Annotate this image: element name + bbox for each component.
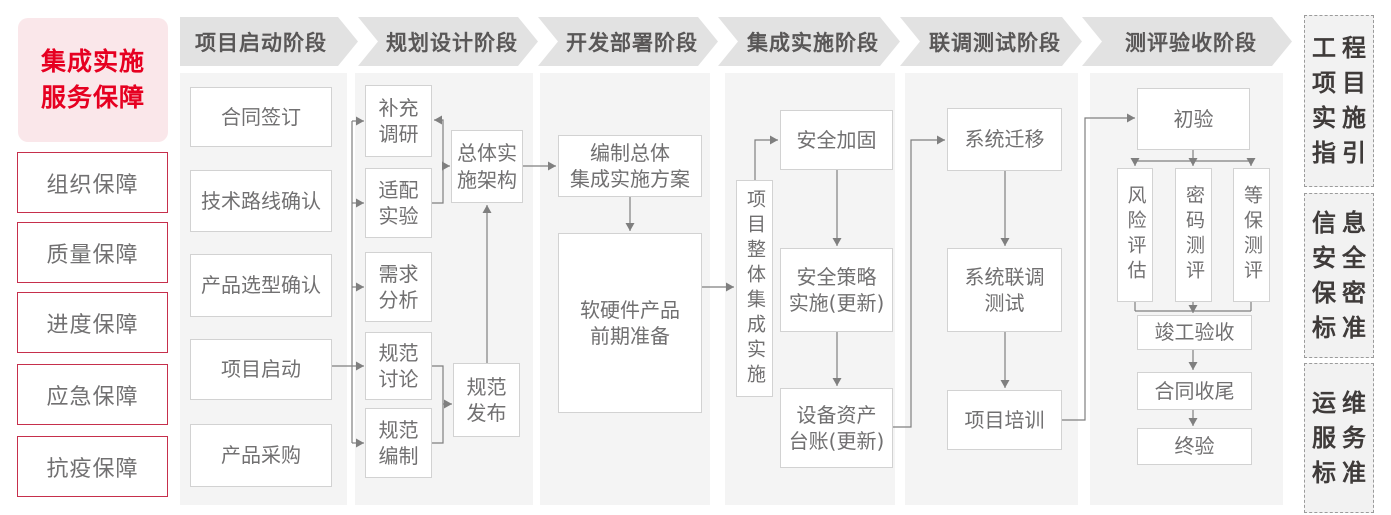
node-project-kickoff: 项目启动 — [190, 339, 332, 400]
guarantee-item-quality-guarantee: 质量保障 — [17, 222, 168, 283]
node-project-training: 项目培训 — [947, 390, 1062, 450]
node-overall-project-integration: 项目整体集成实施 — [736, 180, 773, 397]
guarantee-item-organization-guarantee: 组织保障 — [17, 152, 168, 213]
node-mlps-evaluation: 等保测评 — [1233, 168, 1270, 302]
node-completion-acceptance: 竣工验收 — [1137, 315, 1252, 350]
node-spec-release: 规范 发布 — [453, 363, 520, 437]
standard-item-project-implementation-guide: 工程 项目 实施 指引 — [1304, 15, 1374, 187]
node-asset-ledger-update: 设备资产 台账(更新) — [780, 388, 893, 468]
node-adaptation-test: 适配 实验 — [365, 168, 432, 238]
node-product-selection-confirm: 产品选型确认 — [190, 254, 332, 317]
node-contract-signing: 合同签订 — [190, 87, 332, 147]
standard-item-om-service-standard: 运维 服务 标准 — [1304, 363, 1374, 513]
node-overall-integration-plan: 编制总体 集成实施方案 — [558, 135, 702, 197]
node-initial-acceptance: 初验 — [1137, 88, 1250, 150]
node-requirement-analysis: 需求 分析 — [365, 252, 432, 322]
node-security-hardening: 安全加固 — [780, 110, 893, 170]
node-crypto-evaluation: 密码测评 — [1175, 168, 1212, 302]
guarantee-item-anti-epidemic-guarantee: 抗疫保障 — [17, 436, 168, 497]
node-system-migration: 系统迁移 — [947, 108, 1062, 171]
node-product-procurement: 产品采购 — [190, 424, 332, 487]
phase-header-integration-impl-phase: 集成实施阶段 — [718, 17, 900, 66]
node-final-acceptance: 终验 — [1137, 428, 1252, 465]
standard-item-info-security-confidentiality-standard: 信息 安全 保密 标准 — [1304, 193, 1374, 358]
guarantee-item-emergency-guarantee: 应急保障 — [17, 364, 168, 425]
node-security-policy-impl: 安全策略 实施(更新) — [780, 248, 893, 332]
phase-header-evaluation-acceptance-phase: 测评验收阶段 — [1082, 17, 1292, 66]
node-supplementary-research: 补充 调研 — [365, 85, 432, 157]
node-spec-drafting: 规范 编制 — [365, 408, 432, 478]
phase-header-joint-testing-phase: 联调测试阶段 — [900, 17, 1082, 66]
title-integration-service-guarantee: 集成实施 服务保障 — [18, 18, 168, 142]
node-spec-discussion: 规范 讨论 — [365, 332, 432, 400]
node-contract-closure: 合同收尾 — [1137, 372, 1252, 410]
node-overall-impl-architecture: 总体实 施架构 — [451, 130, 523, 203]
node-hw-sw-preparation: 软硬件产品 前期准备 — [558, 233, 702, 413]
phase-header-dev-deployment-phase: 开发部署阶段 — [538, 17, 718, 66]
phase-header-project-kickoff-phase: 项目启动阶段 — [180, 17, 358, 66]
phase-header-planning-design-phase: 规划设计阶段 — [358, 17, 538, 66]
node-system-joint-testing: 系统联调 测试 — [947, 248, 1062, 332]
node-risk-assessment: 风险评估 — [1117, 168, 1153, 302]
node-tech-route-confirm: 技术路线确认 — [190, 170, 332, 232]
guarantee-item-schedule-guarantee: 进度保障 — [17, 292, 168, 353]
